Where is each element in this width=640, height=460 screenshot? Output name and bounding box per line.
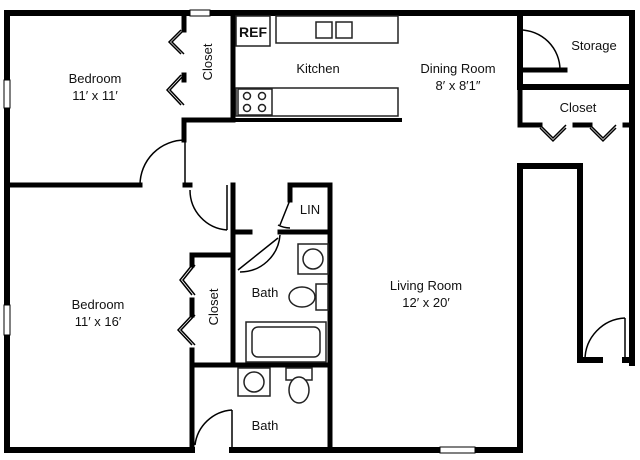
bifold-closet-mid: [176, 264, 196, 346]
toilet-bowl-upper: [288, 286, 316, 308]
closet-right-wall: [517, 84, 635, 128]
door-bedroom-top: [139, 139, 186, 186]
door-storage: [519, 29, 561, 71]
refrigerator: [235, 15, 271, 47]
living-size: 12′ x 20′: [402, 295, 450, 310]
door-bedroom-bottom: [189, 185, 228, 231]
closet-mid-wall: [189, 252, 236, 368]
toilet-tank-upper: [315, 283, 329, 311]
bedroom-bottom-name: Bedroom: [72, 297, 125, 312]
kitchen-fixtures: [235, 15, 399, 117]
sink-lower: [243, 371, 265, 393]
stove: [237, 88, 273, 116]
living-name: Living Room: [390, 278, 462, 293]
storage-label: Storage: [571, 38, 617, 53]
ref-label: REF: [239, 24, 267, 40]
window-bottom: [439, 446, 476, 454]
kitchen-label: Kitchen: [296, 61, 339, 76]
burner-3: [242, 103, 252, 113]
sink-right-basin: [335, 21, 353, 39]
labels: REF Bedroom 11′ x 11′ Closet Kitchen Din…: [69, 24, 617, 433]
linen-wall: [287, 182, 333, 235]
bifold-closet-top: [165, 29, 185, 106]
storage-wall: [517, 10, 635, 90]
toilet-bowl-lower: [288, 376, 310, 404]
bedroom-bottom-size: 11′ x 16′: [75, 314, 122, 329]
closet-top-label: Closet: [200, 43, 215, 80]
window-left-bottom: [3, 304, 11, 336]
bathtub-inner: [251, 326, 321, 358]
closet-mid-label: Closet: [206, 288, 221, 325]
closet-doors: [165, 29, 617, 346]
burner-4: [257, 103, 267, 113]
burner-2: [257, 91, 267, 101]
bifold-closet-right: [539, 124, 617, 143]
bath-upper-label: Bath: [252, 285, 279, 300]
bath-upper-wall: [230, 229, 333, 368]
bath-fixtures: [237, 243, 329, 404]
dining-name: Dining Room: [420, 61, 495, 76]
door-bath-upper: [237, 234, 281, 273]
dining-size: 8′ x 8′1″: [436, 78, 481, 93]
doors: [139, 29, 626, 450]
window-left-top: [3, 79, 11, 109]
linen-label: LIN: [300, 202, 320, 217]
windows: [3, 9, 476, 454]
exterior-wall-right: [517, 163, 635, 363]
door-entry: [584, 317, 626, 361]
closet-right-label: Closet: [560, 100, 597, 115]
bath-lower-label: Bath: [252, 418, 279, 433]
door-bath-lower: [194, 409, 233, 450]
bedroom-top-size: 11′ x 11′: [72, 88, 118, 103]
burner-1: [242, 91, 252, 101]
sink-upper: [302, 248, 324, 270]
bedroom-top-name: Bedroom: [69, 71, 122, 86]
door-linen: [277, 199, 291, 229]
sink-left-basin: [315, 21, 333, 39]
window-top: [189, 9, 211, 17]
bedroom-top-wall: [4, 10, 193, 188]
walls: [4, 10, 635, 453]
